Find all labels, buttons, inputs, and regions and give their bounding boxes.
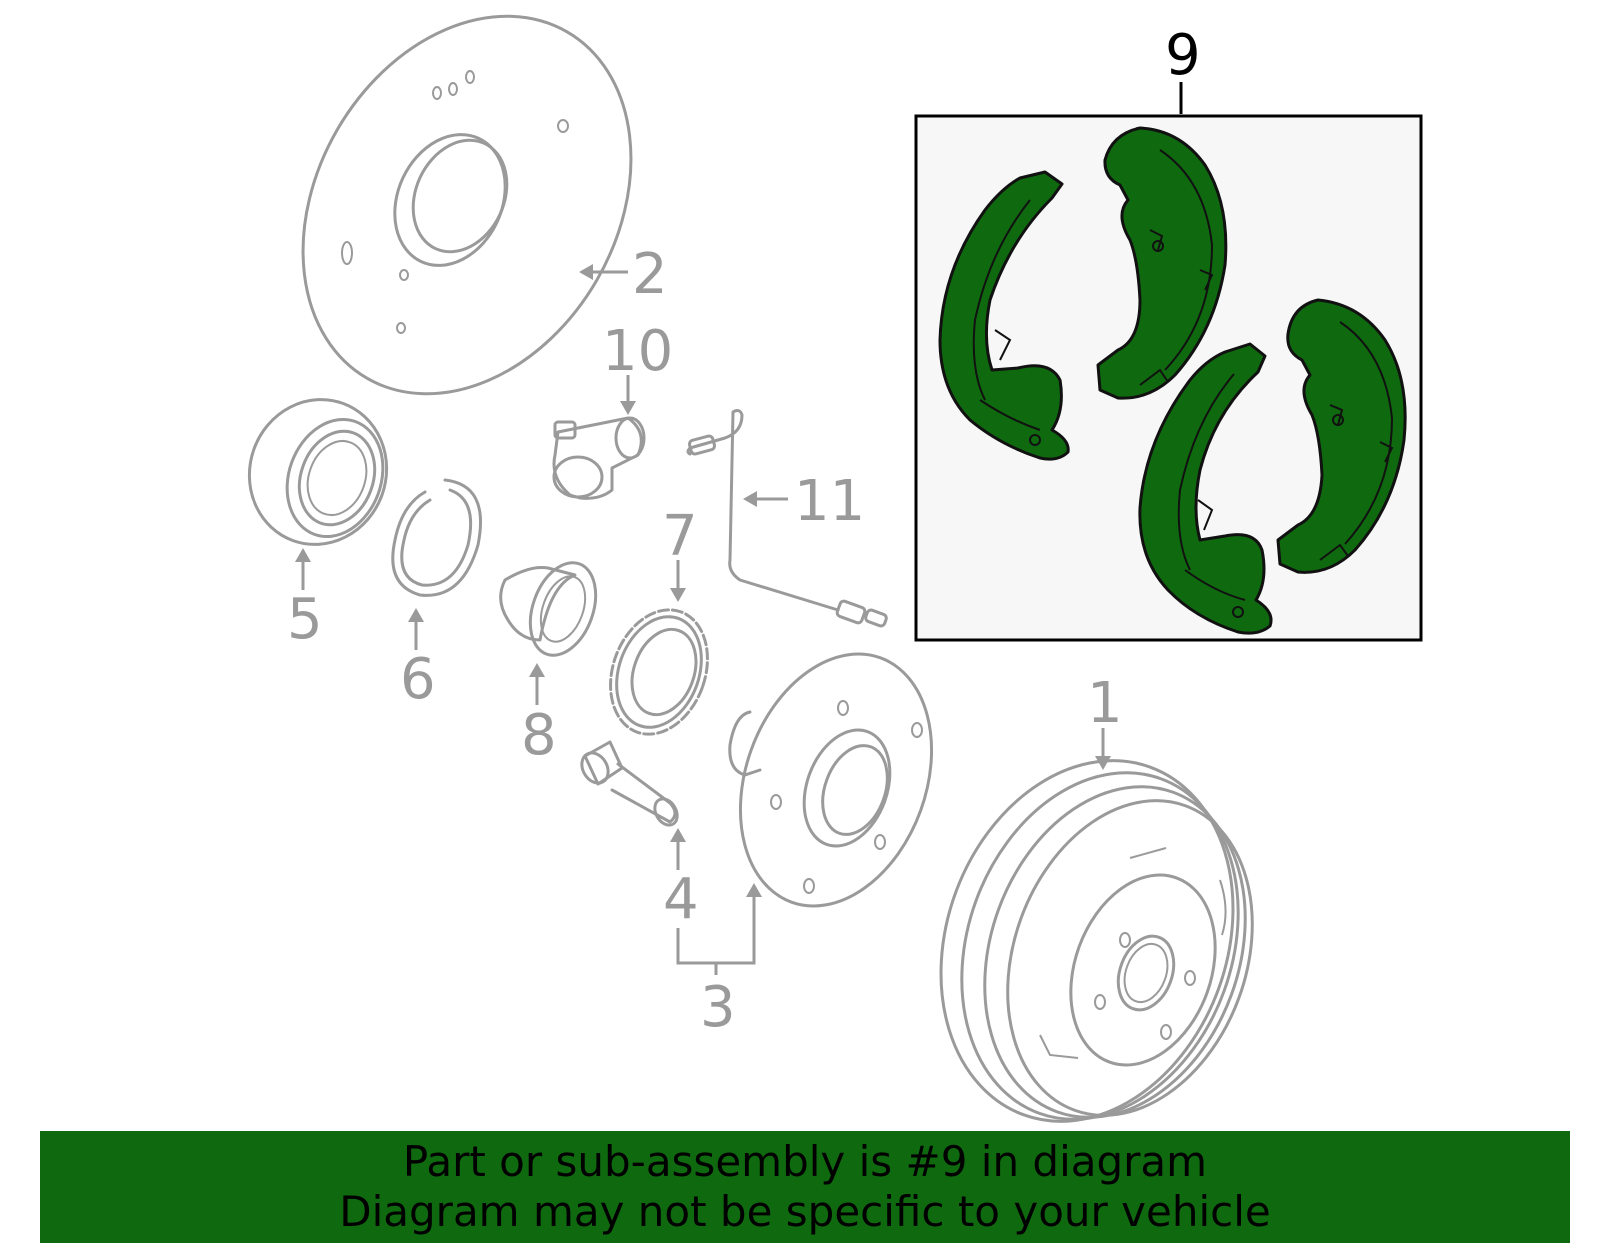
callout-11[interactable]: 11 [794, 469, 865, 534]
brake-shoe-set-part-9[interactable] [938, 126, 1407, 635]
backing-plate-part-2[interactable] [237, 0, 697, 453]
leader-4 [670, 828, 686, 870]
callout-6[interactable]: 6 [400, 647, 436, 712]
callout-8[interactable]: 8 [521, 703, 557, 768]
wheel-bearing-part-5[interactable] [229, 380, 407, 564]
callout-9[interactable]: 9 [1165, 23, 1201, 88]
callout-2[interactable]: 2 [632, 242, 668, 307]
callout-7[interactable]: 7 [662, 504, 698, 569]
wheel-hub-part-3[interactable] [707, 627, 965, 933]
tone-ring-part-7[interactable] [594, 596, 724, 748]
callout-10[interactable]: 10 [602, 319, 673, 384]
leader-6 [408, 608, 424, 650]
snap-ring-part-6[interactable] [391, 478, 483, 597]
leader-5 [295, 548, 311, 590]
callout-4[interactable]: 4 [663, 867, 699, 932]
wheel-stud-part-4[interactable] [577, 740, 682, 829]
dust-cap-part-8[interactable] [499, 554, 608, 665]
banner-line-part-info: Part or sub-assembly is #9 in diagram [402, 1137, 1208, 1186]
callout-5[interactable]: 5 [287, 587, 323, 652]
leader-10 [620, 375, 636, 415]
brake-line-part-11[interactable] [686, 409, 888, 628]
leader-1 [1095, 728, 1111, 770]
leader-7 [670, 560, 686, 602]
callout-1[interactable]: 1 [1087, 671, 1123, 736]
banner-line-disclaimer: Diagram may not be specific to your vehi… [339, 1187, 1271, 1236]
brake-drum-part-1[interactable] [892, 719, 1294, 1162]
leader-11 [743, 491, 788, 507]
callout-3[interactable]: 3 [700, 975, 736, 1040]
leader-8 [529, 663, 545, 705]
leader-3 [676, 883, 762, 975]
part-info-banner: Part or sub-assembly is #9 in diagram Di… [40, 1131, 1570, 1243]
wheel-cylinder-part-10[interactable] [552, 416, 646, 500]
leader-2 [579, 264, 628, 280]
